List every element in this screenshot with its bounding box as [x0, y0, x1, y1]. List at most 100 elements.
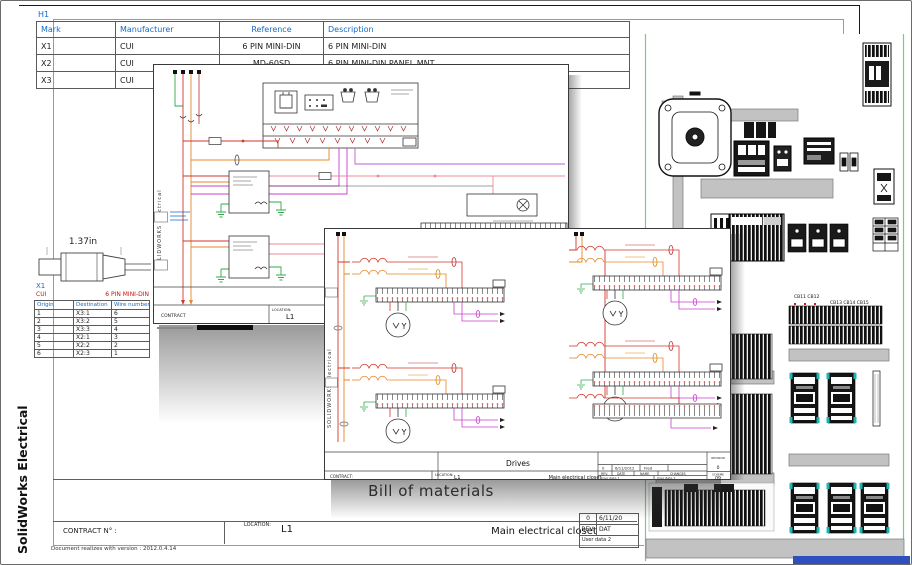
- revision-box: 06/11/20 REV.DAT User data 2: [579, 513, 639, 548]
- rev-value: 0: [580, 514, 597, 524]
- breaker-strip-row: [788, 325, 883, 345]
- rounded-device: [658, 91, 732, 177]
- power-supply-block: [228, 170, 270, 214]
- col-reference: Reference: [219, 21, 324, 38]
- version-note: Document realizes with version : 2012.0.…: [51, 546, 177, 552]
- sheet-side-text: SOLIDWORKS Electrical: [157, 189, 163, 269]
- cell-mark: X1: [36, 37, 116, 55]
- cell-mark: X2: [36, 54, 116, 72]
- schematic-window-drives[interactable]: SOLIDWORKS Electrical: [324, 228, 731, 480]
- contract-label: CONTRACT N° :: [63, 527, 117, 535]
- location-name: Main electrical closet: [491, 526, 597, 537]
- rev-date: 6/11/2012: [615, 466, 635, 471]
- rev-date: 6/11/20: [597, 514, 638, 524]
- cell-mark: X3: [36, 71, 116, 89]
- cell-reference: 6 PIN MINI-DIN: [219, 37, 324, 55]
- scheme-value: 09: [715, 476, 721, 481]
- rev-name: Fred: [644, 466, 653, 471]
- col-origin: Origin: [34, 300, 74, 310]
- page-title: Bill of materials: [241, 482, 621, 500]
- cb-labels-2: CB13 CB14 CB15: [830, 300, 869, 306]
- terminal-stack: [723, 333, 773, 380]
- location-value: L1: [454, 475, 461, 480]
- power-supply-block: [228, 235, 270, 279]
- drive-circuit: [569, 393, 722, 430]
- scheme-label: SCHEME: [712, 473, 724, 477]
- supply-bus: [173, 70, 203, 305]
- contract-label: CONTRACT:: [330, 474, 353, 479]
- breaker-strip-row: [788, 305, 883, 325]
- din-modules: [839, 152, 859, 172]
- user-data-2: User data 2: [657, 476, 676, 480]
- col-destination: Destination: [73, 300, 112, 310]
- contract-label: CONTRACT: [161, 313, 186, 319]
- controller-block: [262, 82, 419, 149]
- relay-block: [466, 193, 538, 226]
- cell-manufacturer: CUI: [115, 37, 220, 55]
- drive-unit: [826, 372, 857, 424]
- col-mark: Mark: [36, 21, 116, 38]
- brand-side-text: SolidWorks Electrical: [15, 405, 30, 554]
- rj45-icon: [274, 90, 298, 114]
- changes-label: CHANGES: [670, 472, 686, 476]
- location-value: L1: [281, 524, 293, 535]
- plc-block: [728, 213, 785, 262]
- relay-small: [773, 145, 792, 172]
- connector-manufacturer: CUI: [36, 291, 47, 298]
- titleblock-mid-line: [53, 521, 637, 522]
- revision-label: REVISION: [711, 456, 724, 460]
- part-number-bar: [872, 370, 881, 427]
- contactor-right: [873, 168, 895, 205]
- col-manufacturer: Manufacturer: [115, 21, 220, 38]
- dimension-label: 1.37in: [69, 237, 97, 247]
- rev-label: REV.: [601, 472, 608, 476]
- location-label: LOCATION:: [272, 308, 291, 312]
- sheet-side-text: SOLIDWORKS Electrical: [327, 348, 333, 428]
- location-label: LOCATION:: [435, 473, 453, 477]
- window-shadow: [331, 480, 721, 524]
- drive-unit: [826, 482, 857, 534]
- terminal-column: [872, 217, 899, 252]
- revision-value: 0: [717, 465, 720, 471]
- date-label: DAT: [599, 526, 611, 533]
- sheet-title: Drives: [506, 459, 530, 468]
- date-label: DATE: [617, 472, 625, 476]
- rev-label: REV.: [580, 525, 597, 535]
- terminal-stack: [723, 393, 773, 475]
- schematic2-drawing: SOLIDWORKS Electrical: [324, 228, 731, 480]
- cell-description: 6 PIN MINI-DIN: [323, 37, 630, 55]
- drive-unit: [789, 372, 820, 424]
- col-wire-number: Wire number: [111, 300, 150, 310]
- titleblock: [325, 451, 730, 480]
- contactor-trio: [787, 223, 849, 253]
- contactor-block: [733, 140, 770, 177]
- harness-label: H1: [38, 10, 50, 19]
- location-name: Main electrical closet: [549, 475, 602, 480]
- connector-mark: X1: [36, 282, 46, 290]
- circuit-breaker: [862, 42, 892, 107]
- redacted-note: [157, 325, 267, 332]
- connector-figure: 1.37in: [38, 237, 151, 282]
- taskbar-fragment[interactable]: [793, 556, 910, 564]
- connector-reference: 6 PIN MINI-DIN: [105, 291, 149, 298]
- location-value: L1: [286, 313, 294, 321]
- cb-labels-1: CB11 CB12: [794, 294, 819, 300]
- module-block: [803, 137, 835, 165]
- user-data-1: User data 1: [601, 476, 620, 480]
- rev-value: 0: [602, 466, 605, 471]
- titleblock-divider: [224, 521, 225, 544]
- small-blocks: [744, 122, 776, 138]
- bom-header-row: Mark Manufacturer Reference Description: [36, 21, 630, 38]
- window-shadow: [731, 234, 745, 480]
- drive-unit: [859, 482, 890, 534]
- drive-unit: [789, 482, 820, 534]
- location-label: LOCATION:: [244, 522, 271, 528]
